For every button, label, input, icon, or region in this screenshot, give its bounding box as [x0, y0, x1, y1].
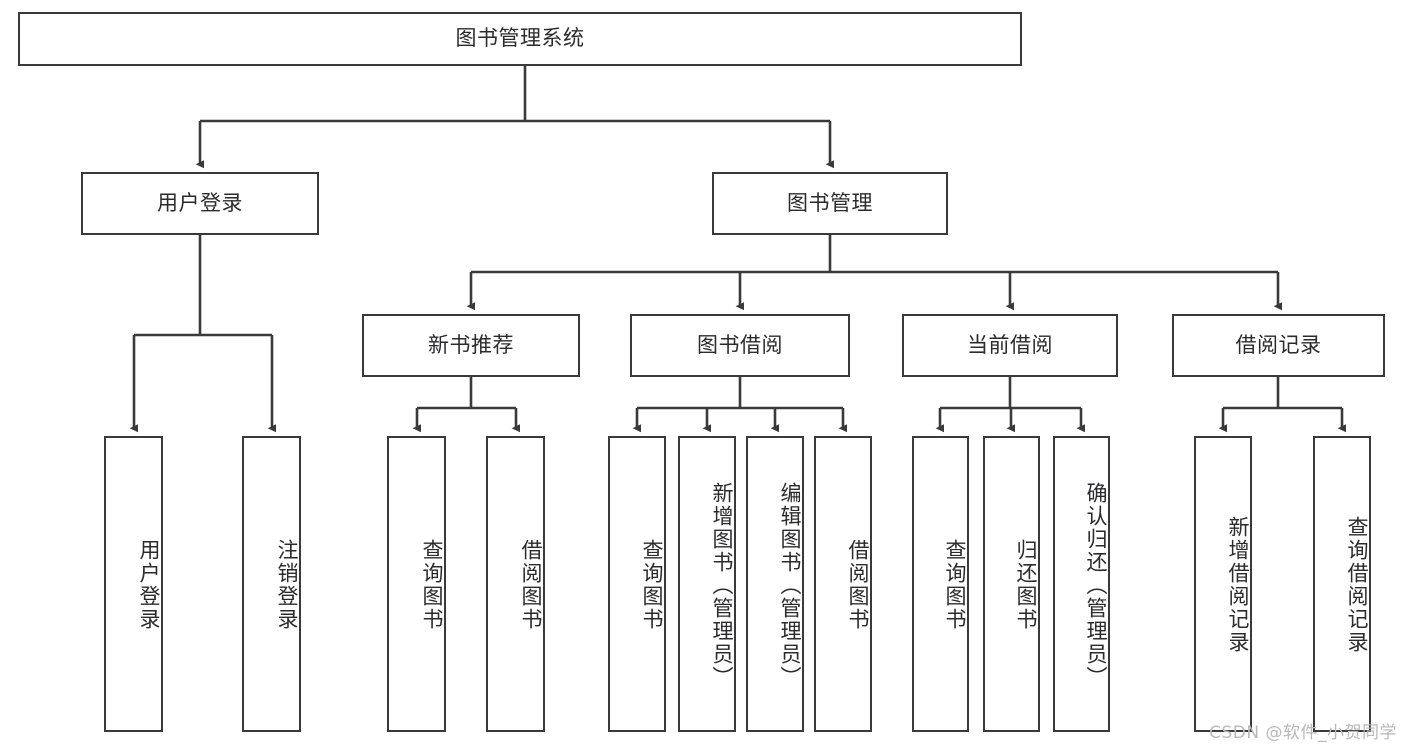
node-leaf-add-book[interactable]: 新增图书（管理员） [678, 436, 736, 732]
node-label: 注销登录 [275, 539, 299, 631]
node-leaf-confirm-return[interactable]: 确认归还（管理员） [1053, 436, 1110, 732]
node-leaf-query-book-3[interactable]: 查询图书 [912, 436, 969, 732]
node-leaf-logout-login[interactable]: 注销登录 [242, 436, 301, 732]
node-leaf-query-book-1[interactable]: 查询图书 [387, 436, 446, 732]
node-leaf-query-book-2[interactable]: 查询图书 [608, 436, 666, 732]
node-label: 查询借阅记录 [1345, 516, 1369, 654]
node-leaf-add-borrow-record[interactable]: 新增借阅记录 [1194, 436, 1252, 732]
node-label: 借阅图书 [846, 539, 870, 631]
node-current-borrow[interactable]: 当前借阅 [902, 314, 1118, 377]
node-leaf-return-book[interactable]: 归还图书 [983, 436, 1040, 732]
node-label: 新增借阅记录 [1226, 516, 1250, 654]
node-label: 查询图书 [420, 539, 444, 631]
node-label: 查询图书 [640, 539, 664, 631]
node-new-book-recommend[interactable]: 新书推荐 [362, 314, 580, 377]
node-label: 确认归还（管理员） [1084, 481, 1108, 689]
node-borrow-record[interactable]: 借阅记录 [1172, 314, 1385, 377]
node-label: 借阅图书 [519, 539, 543, 631]
node-leaf-query-borrow-record[interactable]: 查询借阅记录 [1313, 436, 1371, 732]
node-leaf-user-login[interactable]: 用户登录 [104, 436, 163, 732]
watermark-text: CSDN @软件_小贺同学 [1209, 723, 1397, 743]
node-label: 新增图书（管理员） [710, 481, 734, 689]
node-book-management[interactable]: 图书管理 [712, 172, 948, 235]
node-label: 编辑图书（管理员） [778, 481, 802, 689]
node-user-login[interactable]: 用户登录 [81, 172, 319, 235]
node-label: 查询图书 [943, 539, 967, 631]
node-label: 归还图书 [1014, 539, 1038, 631]
node-label: 用户登录 [137, 539, 161, 631]
node-root-system[interactable]: 图书管理系统 [18, 12, 1022, 66]
node-leaf-borrow-book-1[interactable]: 借阅图书 [486, 436, 545, 732]
node-leaf-borrow-book-2[interactable]: 借阅图书 [814, 436, 872, 732]
node-book-borrow[interactable]: 图书借阅 [630, 314, 850, 377]
node-leaf-edit-book[interactable]: 编辑图书（管理员） [746, 436, 804, 732]
